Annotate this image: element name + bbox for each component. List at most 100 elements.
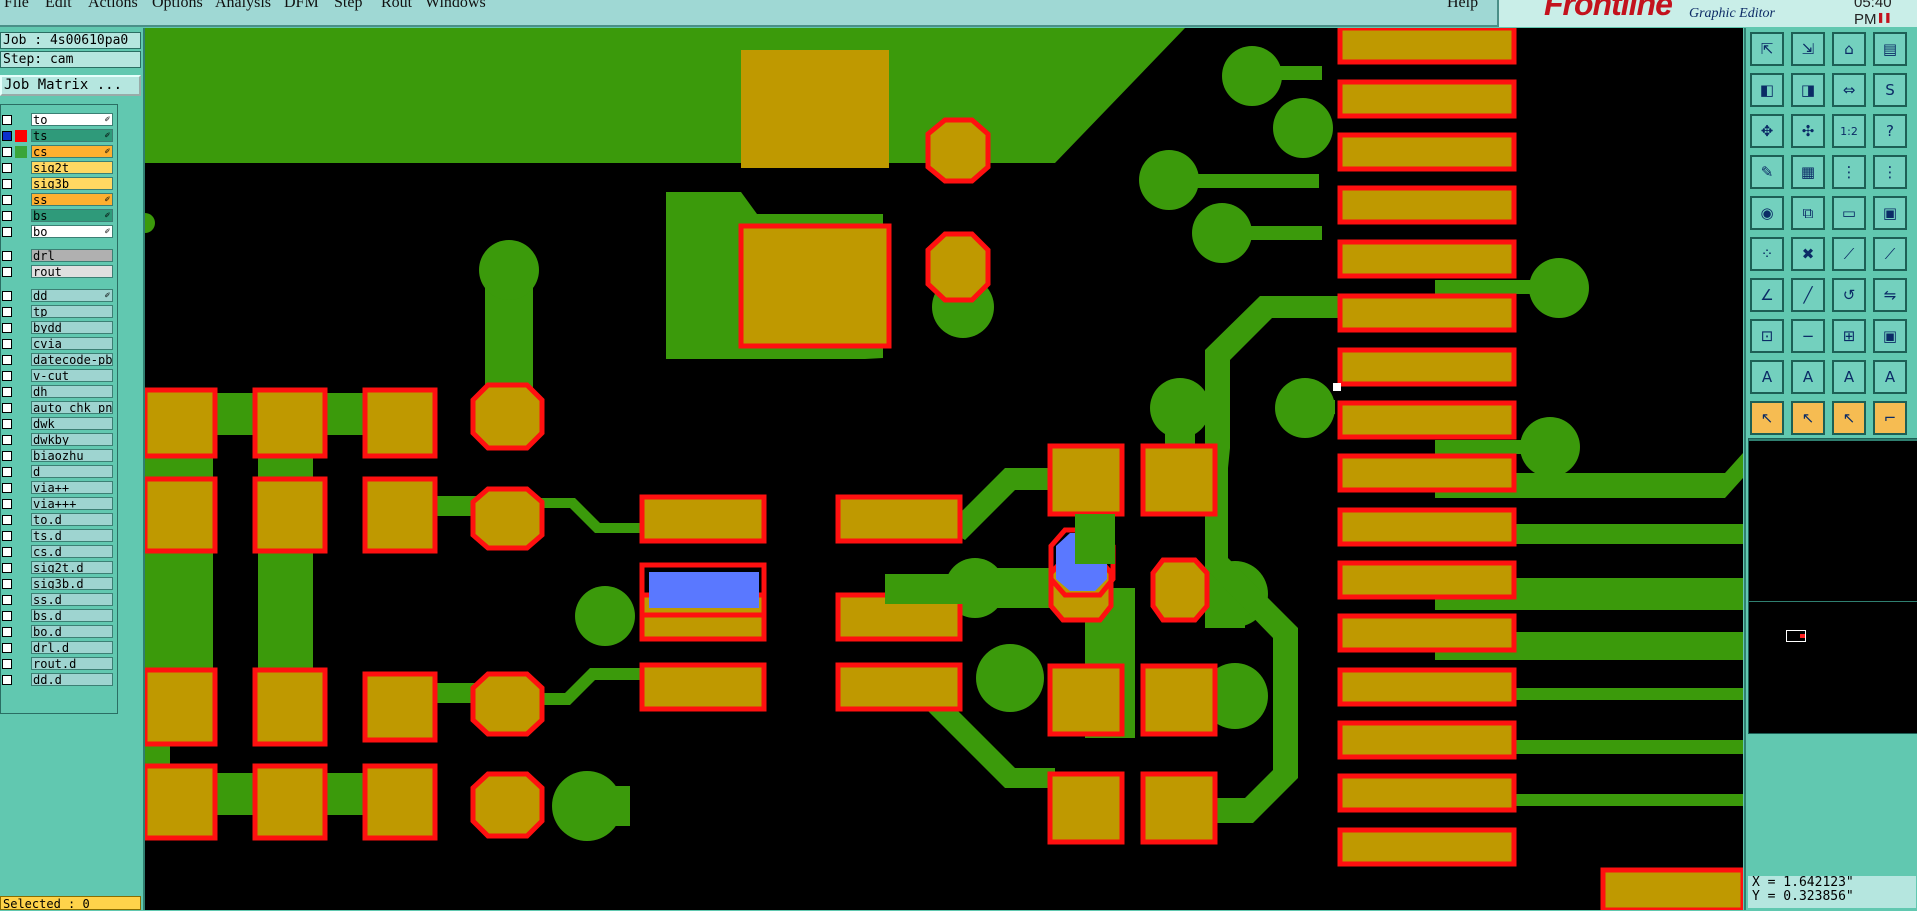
layer-row-bo[interactable]: bo✐ bbox=[1, 225, 115, 239]
layer-name[interactable]: biaozhu bbox=[31, 449, 113, 462]
layer-checkbox[interactable] bbox=[2, 179, 12, 189]
layer-name[interactable]: sig3b bbox=[31, 177, 113, 190]
layer-checkbox[interactable] bbox=[2, 419, 12, 429]
layer-checkbox[interactable] bbox=[2, 251, 12, 261]
job-matrix-button[interactable]: Job Matrix ... bbox=[0, 75, 141, 96]
layer-name[interactable]: ss.d bbox=[31, 593, 113, 606]
layer-checkbox[interactable] bbox=[2, 291, 12, 301]
layer-row-drl-d[interactable]: drl.d bbox=[1, 641, 115, 655]
menu-actions[interactable]: Actions bbox=[88, 0, 138, 11]
connect-button[interactable]: ⁘ bbox=[1750, 237, 1784, 271]
layer-row-datecode-pb[interactable]: datecode-pb bbox=[1, 353, 115, 367]
menu-help[interactable]: Help bbox=[1447, 0, 1479, 11]
pointer-select-button[interactable]: ↖ bbox=[1791, 401, 1825, 435]
layer-row-via-[interactable]: via++ bbox=[1, 481, 115, 495]
layer-checkbox[interactable] bbox=[2, 467, 12, 477]
layer-checkbox[interactable] bbox=[2, 451, 12, 461]
layer-name[interactable]: sig2t.d bbox=[31, 561, 113, 574]
text-a4-button[interactable]: A bbox=[1873, 360, 1907, 394]
layer-name[interactable]: bydd bbox=[31, 321, 113, 334]
layer-name[interactable]: ts✐ bbox=[31, 129, 113, 142]
layer-checkbox[interactable] bbox=[2, 563, 12, 573]
layer-checkbox[interactable] bbox=[2, 131, 12, 141]
layer-name[interactable]: v-cut bbox=[31, 369, 113, 382]
layer-checkbox[interactable] bbox=[2, 579, 12, 589]
layer-checkbox[interactable] bbox=[2, 227, 12, 237]
layer-row-sig2t[interactable]: sig2t bbox=[1, 161, 115, 175]
flip-button[interactable]: ⇋ bbox=[1873, 278, 1907, 312]
layer-row-to[interactable]: to✐ bbox=[1, 113, 115, 127]
layer-checkbox[interactable] bbox=[2, 307, 12, 317]
layer-checkbox[interactable] bbox=[2, 483, 12, 493]
layer-row-cs[interactable]: cs✐ bbox=[1, 145, 115, 159]
layer-row-bs-d[interactable]: bs.d bbox=[1, 609, 115, 623]
layer-checkbox[interactable] bbox=[2, 595, 12, 605]
layer-row-to-d[interactable]: to.d bbox=[1, 513, 115, 527]
layer-checkbox[interactable] bbox=[2, 195, 12, 205]
layers-button[interactable]: ▣ bbox=[1873, 319, 1907, 353]
layer-name[interactable]: dd.d bbox=[31, 673, 113, 686]
layer-checkbox[interactable] bbox=[2, 371, 12, 381]
layer-name[interactable]: to.d bbox=[31, 513, 113, 526]
layer-row-dd-d[interactable]: dd.d bbox=[1, 673, 115, 687]
layer-row-bydd[interactable]: bydd bbox=[1, 321, 115, 335]
layout-button[interactable]: ▤ bbox=[1873, 32, 1907, 66]
layer-row-ts-d[interactable]: ts.d bbox=[1, 529, 115, 543]
layer-row-dd[interactable]: dd✐ bbox=[1, 289, 115, 303]
layer-name[interactable]: rout.d bbox=[31, 657, 113, 670]
menu-options[interactable]: Options bbox=[152, 0, 203, 11]
layer-row-cs-d[interactable]: cs.d bbox=[1, 545, 115, 559]
layer-name[interactable]: d bbox=[31, 465, 113, 478]
pause-icon[interactable]: ❚❚ bbox=[1877, 10, 1892, 24]
pointer-drag-button[interactable]: ↖ bbox=[1832, 401, 1866, 435]
layer-name[interactable]: via++ bbox=[31, 481, 113, 494]
layer-name[interactable]: via+++ bbox=[31, 497, 113, 510]
route-button[interactable]: ⌐ bbox=[1873, 401, 1907, 435]
layer-row-rout[interactable]: rout bbox=[1, 265, 115, 279]
layer-row-tp[interactable]: tp bbox=[1, 305, 115, 319]
snap-button[interactable]: S bbox=[1873, 73, 1907, 107]
layer-checkbox[interactable] bbox=[2, 115, 12, 125]
layer-name[interactable]: cs.d bbox=[31, 545, 113, 558]
menu-windows[interactable]: Windows bbox=[425, 0, 486, 11]
menu-dfm[interactable]: DFM bbox=[284, 0, 319, 11]
arc-button[interactable]: ↺ bbox=[1832, 278, 1866, 312]
layer-row-cvia[interactable]: cvia bbox=[1, 337, 115, 351]
pan-right-button[interactable]: ◨ bbox=[1791, 73, 1825, 107]
layer-row-sig3b[interactable]: sig3b bbox=[1, 177, 115, 191]
menu-analysis[interactable]: Analysis bbox=[215, 0, 271, 11]
layer-name[interactable]: bo✐ bbox=[31, 225, 113, 238]
layer-name[interactable]: dd✐ bbox=[31, 289, 113, 302]
layer-name[interactable]: to✐ bbox=[31, 113, 113, 126]
layer-checkbox[interactable] bbox=[2, 163, 12, 173]
net2-button[interactable]: ⋮ bbox=[1873, 155, 1907, 189]
line-button[interactable]: ⟋ bbox=[1832, 237, 1866, 271]
layer-checkbox[interactable] bbox=[2, 547, 12, 557]
layer-row-auto-chk-pn[interactable]: auto_chk_pn bbox=[1, 401, 115, 415]
layer-checkbox[interactable] bbox=[2, 499, 12, 509]
layer-checkbox[interactable] bbox=[2, 659, 12, 669]
layer-row-v-cut[interactable]: v-cut bbox=[1, 369, 115, 383]
layer-row-ts[interactable]: ts✐ bbox=[1, 129, 115, 143]
pointer-button[interactable]: ↖ bbox=[1750, 401, 1784, 435]
layer-row-drl[interactable]: drl bbox=[1, 249, 115, 263]
text-a2-button[interactable]: A bbox=[1791, 360, 1825, 394]
layer-name[interactable]: bo.d bbox=[31, 625, 113, 638]
layer-name[interactable]: datecode-pb bbox=[31, 353, 113, 366]
scale-button[interactable]: 1:2 bbox=[1832, 114, 1866, 148]
layer-row-sig3b-d[interactable]: sig3b.d bbox=[1, 577, 115, 591]
layer-row-dwk[interactable]: dwk bbox=[1, 417, 115, 431]
minus-button[interactable]: − bbox=[1791, 319, 1825, 353]
layer-name[interactable]: cs✐ bbox=[31, 145, 113, 158]
fit-button[interactable]: ⇔ bbox=[1832, 73, 1866, 107]
layer-row-bo-d[interactable]: bo.d bbox=[1, 625, 115, 639]
angle-button[interactable]: ∠ bbox=[1750, 278, 1784, 312]
zoom-in-button[interactable]: ✥ bbox=[1750, 114, 1784, 148]
layer-checkbox[interactable] bbox=[2, 211, 12, 221]
menu-file[interactable]: File bbox=[4, 0, 29, 11]
layer-checkbox[interactable] bbox=[2, 627, 12, 637]
layer-name[interactable]: ss✐ bbox=[31, 193, 113, 206]
layer-checkbox[interactable] bbox=[2, 675, 12, 685]
zoom-page-button[interactable]: ⇱ bbox=[1750, 32, 1784, 66]
layer-row-ss-d[interactable]: ss.d bbox=[1, 593, 115, 607]
